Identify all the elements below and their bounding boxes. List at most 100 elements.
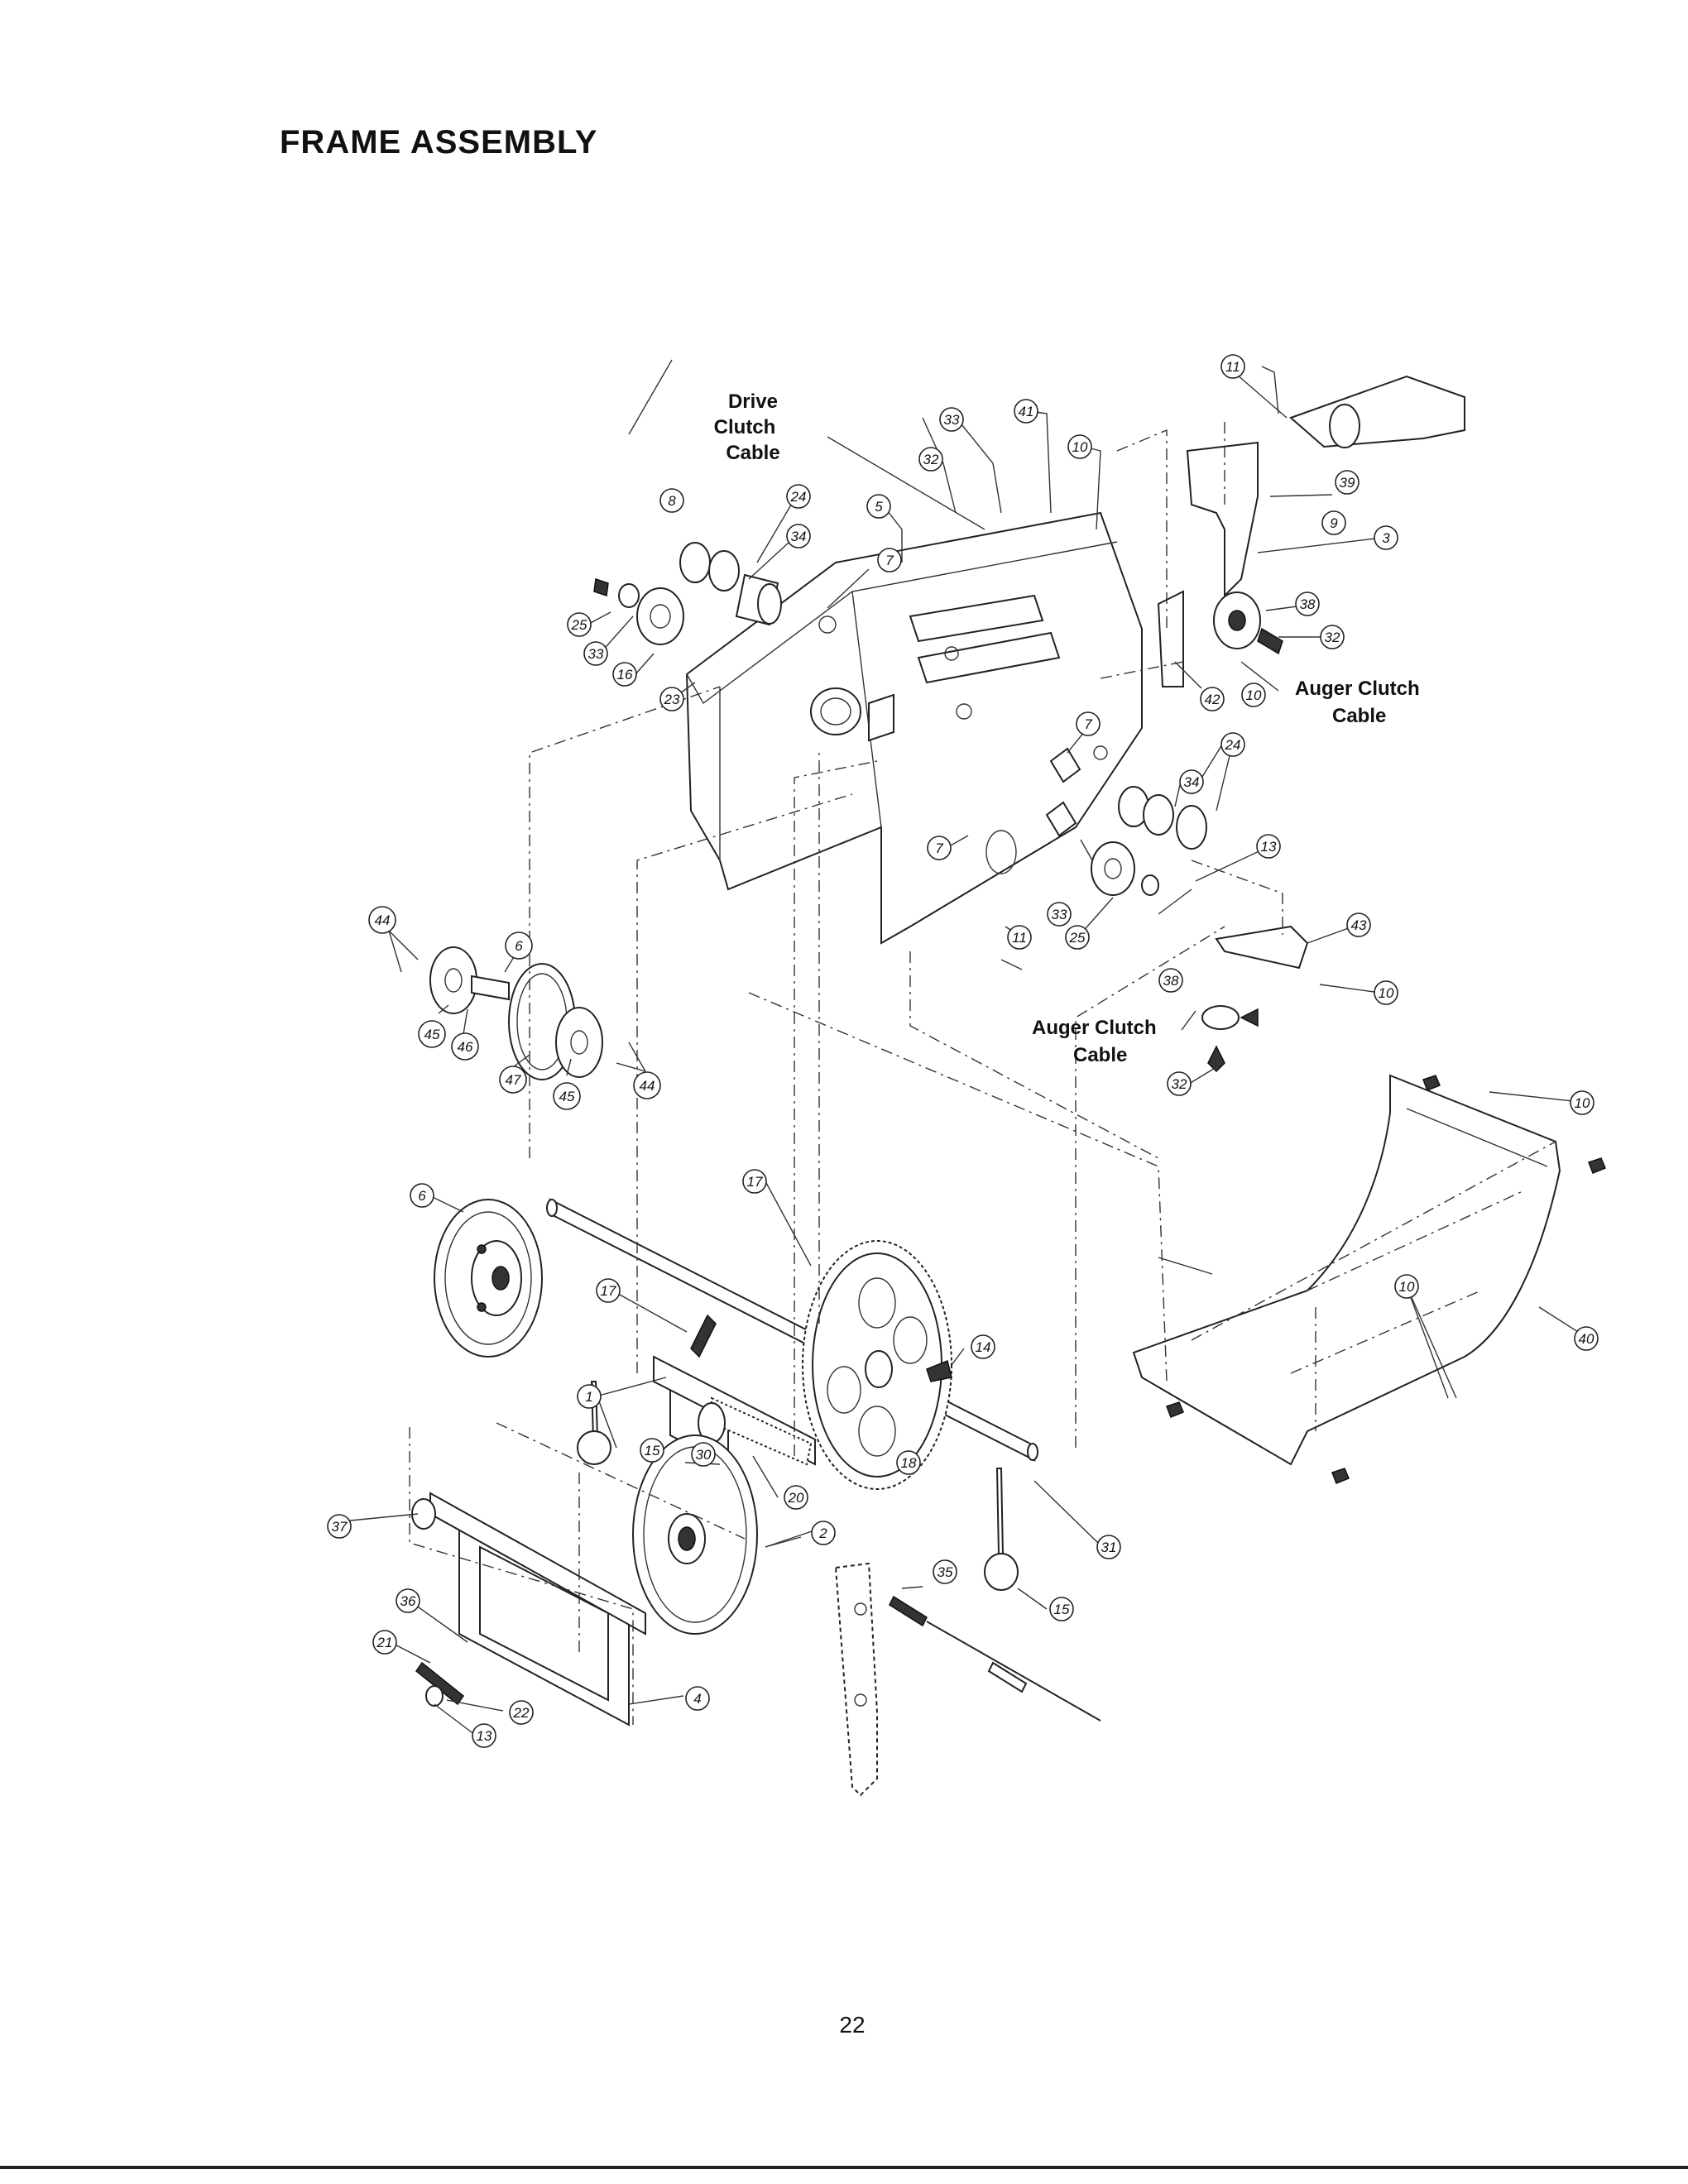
ref-bubble: 17 bbox=[596, 1278, 621, 1303]
ref-bubble: 45 bbox=[418, 1020, 446, 1048]
svg-text:34: 34 bbox=[1184, 774, 1200, 790]
ref-bubble: 36 bbox=[396, 1588, 420, 1613]
svg-text:38: 38 bbox=[1163, 973, 1179, 989]
svg-text:13: 13 bbox=[477, 1728, 492, 1744]
svg-text:4: 4 bbox=[693, 1691, 701, 1707]
svg-text:43: 43 bbox=[1351, 917, 1367, 933]
svg-text:34: 34 bbox=[791, 529, 807, 544]
ref-bubble: 5 bbox=[866, 494, 891, 519]
svg-text:17: 17 bbox=[601, 1283, 616, 1299]
ref-bubble: 33 bbox=[583, 641, 608, 666]
ref-bubble: 16 bbox=[612, 662, 637, 687]
svg-text:36: 36 bbox=[400, 1593, 416, 1609]
cable-upper-label: Cable bbox=[1332, 705, 1386, 727]
svg-text:37: 37 bbox=[332, 1519, 348, 1535]
callout-auger-clutch-cable-lower: Auger Clutch Cable bbox=[1032, 1017, 1157, 1066]
svg-text:10: 10 bbox=[1379, 985, 1394, 1001]
cover-plate bbox=[1132, 1074, 1606, 1484]
ref-bubble: 23 bbox=[659, 687, 684, 711]
ref-bubble: 18 bbox=[896, 1450, 921, 1475]
ref-bubble: 2 bbox=[811, 1521, 836, 1545]
upper-left-idler-stack bbox=[593, 542, 782, 645]
ref-bubble: 22 bbox=[509, 1700, 534, 1725]
svg-text:35: 35 bbox=[938, 1564, 953, 1580]
ref-bubble: 13 bbox=[472, 1723, 496, 1748]
svg-text:1: 1 bbox=[585, 1389, 592, 1405]
ref-bubble: 40 bbox=[1574, 1326, 1599, 1351]
ref-bubble: 47 bbox=[499, 1066, 527, 1094]
svg-text:10: 10 bbox=[1399, 1279, 1415, 1295]
ref-bubble: 7 bbox=[1076, 711, 1101, 736]
svg-text:11: 11 bbox=[1225, 359, 1240, 375]
ref-bubble: 6 bbox=[505, 932, 533, 960]
ref-bubble: 6 bbox=[410, 1183, 434, 1208]
bottom-rule bbox=[0, 2166, 1688, 2169]
svg-text:6: 6 bbox=[418, 1188, 426, 1204]
lower-bracket bbox=[411, 1492, 646, 1727]
svg-text:44: 44 bbox=[375, 912, 391, 928]
ref-bubble: 33 bbox=[939, 407, 964, 432]
ref-bubble: 39 bbox=[1335, 470, 1360, 495]
ref-bubble: 10 bbox=[1241, 682, 1266, 707]
friction-wheel bbox=[632, 1434, 758, 1635]
svg-text:25: 25 bbox=[571, 617, 587, 633]
ref-bubble: 31 bbox=[1096, 1535, 1121, 1559]
svg-text:38: 38 bbox=[1300, 596, 1316, 612]
cable-lower-label: Cable bbox=[1073, 1044, 1127, 1066]
ref-bubble: 7 bbox=[877, 548, 902, 572]
ref-bubble: 43 bbox=[1346, 912, 1371, 937]
ref-bubble: 38 bbox=[1158, 968, 1183, 993]
ref-bubble: 3 bbox=[1374, 525, 1398, 550]
page-number: 22 bbox=[839, 2012, 866, 2038]
ref-bubble: 11 bbox=[1220, 354, 1245, 379]
cable-label: Cable bbox=[726, 442, 779, 464]
svg-text:21: 21 bbox=[376, 1635, 393, 1650]
ref-bubble: 14 bbox=[971, 1334, 995, 1359]
ref-bubble: 20 bbox=[784, 1485, 808, 1510]
svg-text:5: 5 bbox=[875, 499, 883, 515]
svg-text:23: 23 bbox=[664, 692, 680, 707]
ref-bubble: 4 bbox=[685, 1686, 710, 1711]
svg-text:47: 47 bbox=[506, 1072, 521, 1088]
ref-bubble: 30 bbox=[691, 1442, 716, 1467]
ref-bubble: 46 bbox=[451, 1032, 479, 1061]
ref-bubble: 1 bbox=[577, 1384, 602, 1409]
ref-bubble: 9 bbox=[1321, 510, 1346, 535]
ref-bubble: 10 bbox=[1394, 1274, 1419, 1299]
svg-text:16: 16 bbox=[617, 667, 633, 682]
svg-text:15: 15 bbox=[645, 1443, 660, 1458]
svg-text:3: 3 bbox=[1382, 530, 1390, 546]
svg-text:2: 2 bbox=[818, 1525, 827, 1541]
ref-bubble: 10 bbox=[1374, 980, 1398, 1005]
ref-bubble: 21 bbox=[372, 1630, 397, 1655]
svg-text:18: 18 bbox=[901, 1455, 917, 1471]
ref-bubble: 37 bbox=[327, 1514, 352, 1539]
svg-text:11: 11 bbox=[1012, 930, 1027, 946]
ref-bubble: 45 bbox=[553, 1082, 581, 1110]
callout-drive-clutch-cable: Drive Clutch Cable bbox=[714, 390, 780, 464]
ref-bubble: 34 bbox=[1179, 769, 1204, 794]
ref-bubble: 7 bbox=[927, 836, 952, 860]
ref-bubble: 41 bbox=[1014, 399, 1038, 424]
svg-text:44: 44 bbox=[640, 1078, 655, 1094]
auger-clutch-upper-label: Auger Clutch bbox=[1295, 678, 1420, 700]
svg-text:32: 32 bbox=[1325, 630, 1340, 645]
ref-bubble: 15 bbox=[1049, 1597, 1074, 1621]
callout-auger-clutch-cable-upper: Auger Clutch Cable bbox=[1295, 678, 1420, 727]
clutch-label: Clutch bbox=[714, 416, 776, 438]
svg-text:7: 7 bbox=[885, 553, 894, 568]
phantom-lines bbox=[409, 422, 1556, 1725]
ref-bubble: 10 bbox=[1570, 1090, 1594, 1115]
svg-text:42: 42 bbox=[1205, 692, 1220, 707]
svg-text:46: 46 bbox=[458, 1039, 473, 1055]
ref-bubble: 11 bbox=[1007, 925, 1032, 950]
ref-bubble: 13 bbox=[1256, 834, 1281, 859]
svg-text:20: 20 bbox=[788, 1490, 804, 1506]
svg-text:13: 13 bbox=[1261, 839, 1277, 855]
svg-text:7: 7 bbox=[935, 841, 943, 856]
svg-text:33: 33 bbox=[944, 412, 960, 428]
svg-text:31: 31 bbox=[1101, 1540, 1117, 1555]
svg-text:15: 15 bbox=[1054, 1602, 1070, 1617]
ref-bubble: 32 bbox=[1320, 625, 1345, 649]
svg-text:10: 10 bbox=[1246, 687, 1262, 703]
